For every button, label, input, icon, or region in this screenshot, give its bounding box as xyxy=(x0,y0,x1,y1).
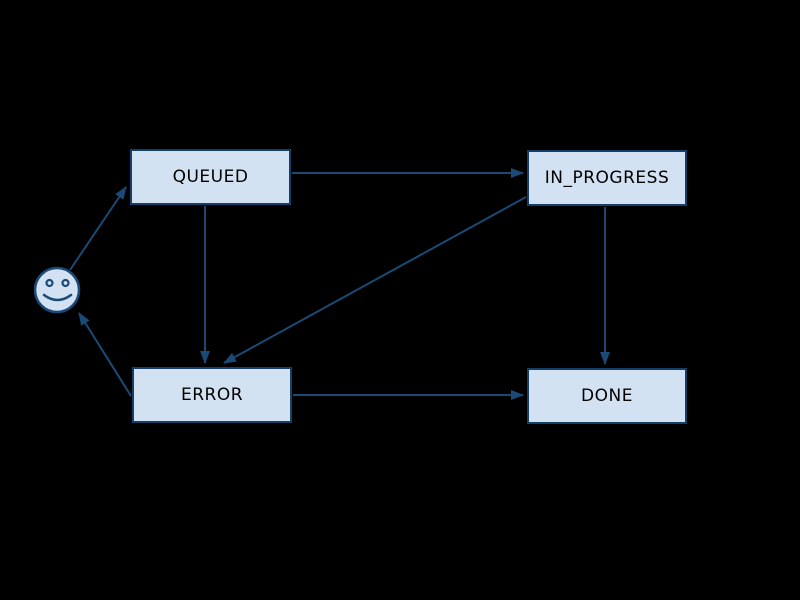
state-node-queued-label: QUEUED xyxy=(172,167,249,187)
state-node-error-label: ERROR xyxy=(180,385,244,405)
state-node-queued: QUEUED xyxy=(130,149,291,205)
state-node-error: ERROR xyxy=(132,367,292,423)
arrow-in-progress-to-error xyxy=(223,196,527,364)
smiley-left-eye xyxy=(45,278,54,288)
state-node-in-progress-label: IN_PROGRESS xyxy=(544,168,670,188)
smiley-right-eye xyxy=(61,278,70,288)
arrow-actor-to-queued xyxy=(69,186,127,271)
state-node-done-label: DONE xyxy=(581,386,633,406)
state-node-done: DONE xyxy=(527,368,687,424)
smiley-mouth xyxy=(42,293,73,302)
arrow-error-to-actor xyxy=(78,312,132,397)
smiley-face-icon xyxy=(33,266,81,314)
state-node-in-progress: IN_PROGRESS xyxy=(527,150,687,206)
